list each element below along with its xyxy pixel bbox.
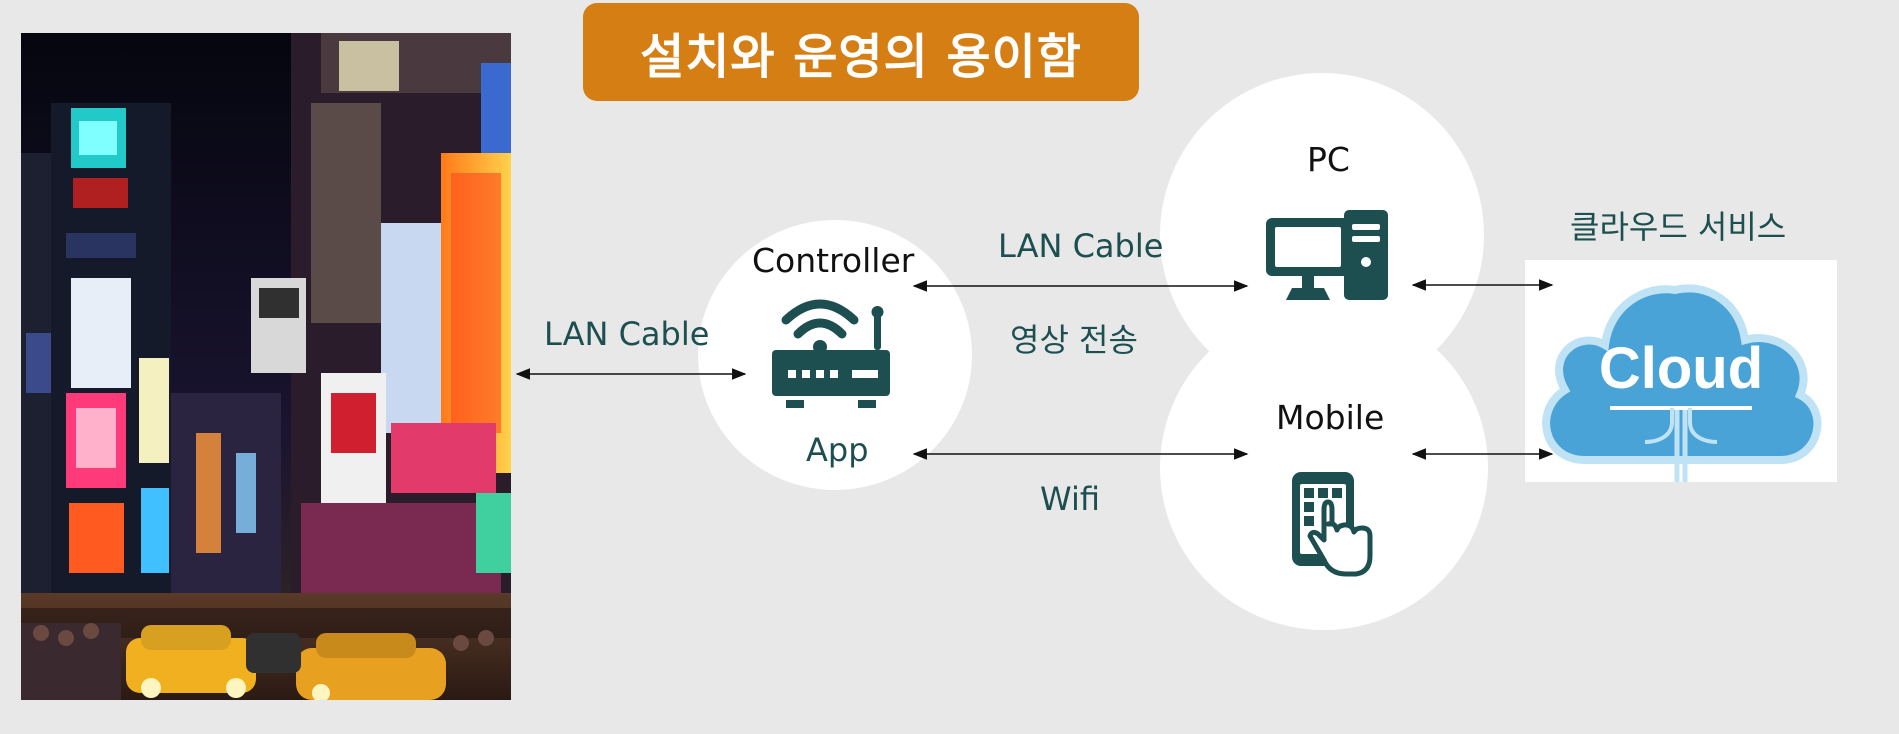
cloud-panel: Cloud bbox=[1525, 260, 1837, 482]
cloud-service-label: 클라우드 서비스 bbox=[1570, 208, 1787, 246]
pc-label: PC bbox=[1307, 140, 1350, 179]
city-night-photo bbox=[21, 33, 511, 700]
controller-label: Controller bbox=[752, 241, 915, 280]
cloud-icon-text: Cloud bbox=[1599, 336, 1763, 401]
video-transfer-label: 영상 전송 bbox=[1010, 321, 1138, 359]
title-banner: 설치와 운영의 용이함 bbox=[583, 3, 1139, 101]
mobile-label: Mobile bbox=[1276, 398, 1385, 437]
touch-phone-icon bbox=[1292, 472, 1373, 577]
desktop-computer-icon bbox=[1266, 210, 1388, 300]
router-icon bbox=[772, 299, 890, 408]
city-illustration bbox=[21, 33, 511, 700]
lan-cable-label-left: LAN Cable bbox=[544, 315, 710, 353]
app-label: App bbox=[806, 431, 869, 469]
lan-cable-label-top: LAN Cable bbox=[998, 227, 1164, 265]
mobile-circle bbox=[1160, 305, 1488, 630]
wifi-label: Wifi bbox=[1040, 480, 1100, 518]
cloud-icon: Cloud bbox=[1542, 284, 1822, 482]
page-title: 설치와 운영의 용이함 bbox=[640, 29, 1082, 85]
